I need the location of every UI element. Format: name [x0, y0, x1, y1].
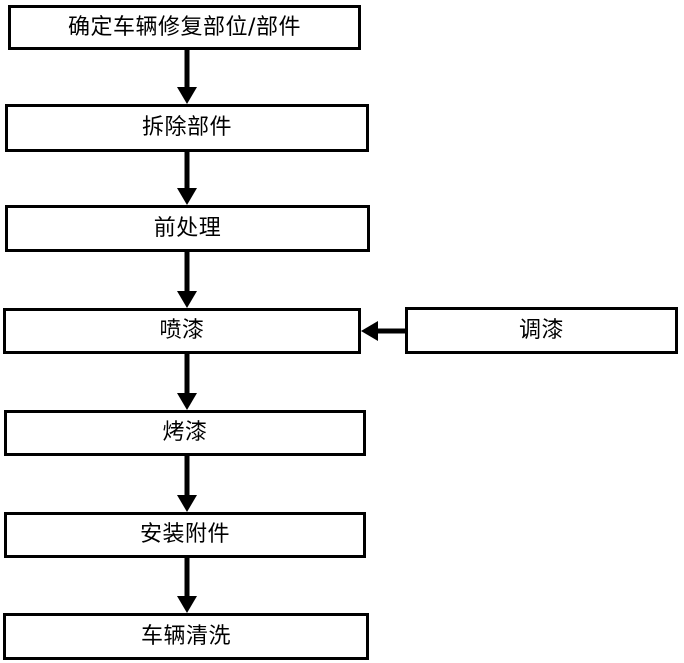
- arrow-shaft: [184, 252, 190, 291]
- flow-node-vehicle-wash[interactable]: 车辆清洗: [3, 613, 369, 660]
- flow-node-label: 前处理: [153, 215, 222, 241]
- arrow-head-down-icon: [177, 495, 197, 512]
- arrow-head-down-icon: [177, 87, 197, 104]
- arrow-head-down-icon: [177, 596, 197, 613]
- flow-arrow-n1-to-n2: [175, 50, 199, 104]
- flow-node-label: 车辆清洗: [140, 623, 231, 649]
- arrow-head-down-icon: [177, 393, 197, 410]
- flow-node-label: 安装附件: [139, 522, 230, 547]
- flow-arrow-n4-to-n5: [175, 354, 199, 410]
- arrow-shaft: [184, 558, 190, 596]
- flow-node-paint-mixing[interactable]: 调漆: [405, 307, 678, 354]
- flow-arrow-n3-to-n4: [175, 252, 199, 308]
- arrow-shaft: [184, 50, 190, 87]
- flow-node-paint-baking[interactable]: 烤漆: [4, 410, 366, 456]
- flow-node-label: 喷漆: [159, 318, 205, 343]
- flow-arrow-n8-to-n4: [361, 321, 405, 341]
- arrow-shaft: [184, 456, 190, 495]
- flow-arrow-n6-to-n7: [175, 558, 199, 613]
- arrow-head-down-icon: [177, 291, 197, 308]
- flow-node-pretreatment[interactable]: 前处理: [5, 205, 370, 252]
- arrow-shaft: [375, 328, 405, 334]
- arrow-head-down-icon: [177, 188, 197, 205]
- flow-arrow-n5-to-n6: [175, 456, 199, 512]
- arrow-shaft: [184, 152, 190, 188]
- flow-node-remove-parts[interactable]: 拆除部件: [5, 104, 369, 152]
- flow-node-label: 拆除部件: [141, 115, 232, 140]
- flow-node-determine-repair-area[interactable]: 确定车辆修复部位/部件: [8, 5, 361, 50]
- flow-node-label: 烤漆: [162, 420, 208, 445]
- flow-node-install-accessories[interactable]: 安装附件: [4, 512, 366, 558]
- flow-node-spray-paint[interactable]: 喷漆: [3, 308, 361, 354]
- flow-node-label: 调漆: [518, 317, 564, 343]
- flow-node-label: 确定车辆修复部位/部件: [68, 14, 301, 40]
- arrow-shaft: [184, 354, 190, 393]
- arrow-head-left-icon: [361, 321, 378, 341]
- flow-arrow-n2-to-n3: [175, 152, 199, 205]
